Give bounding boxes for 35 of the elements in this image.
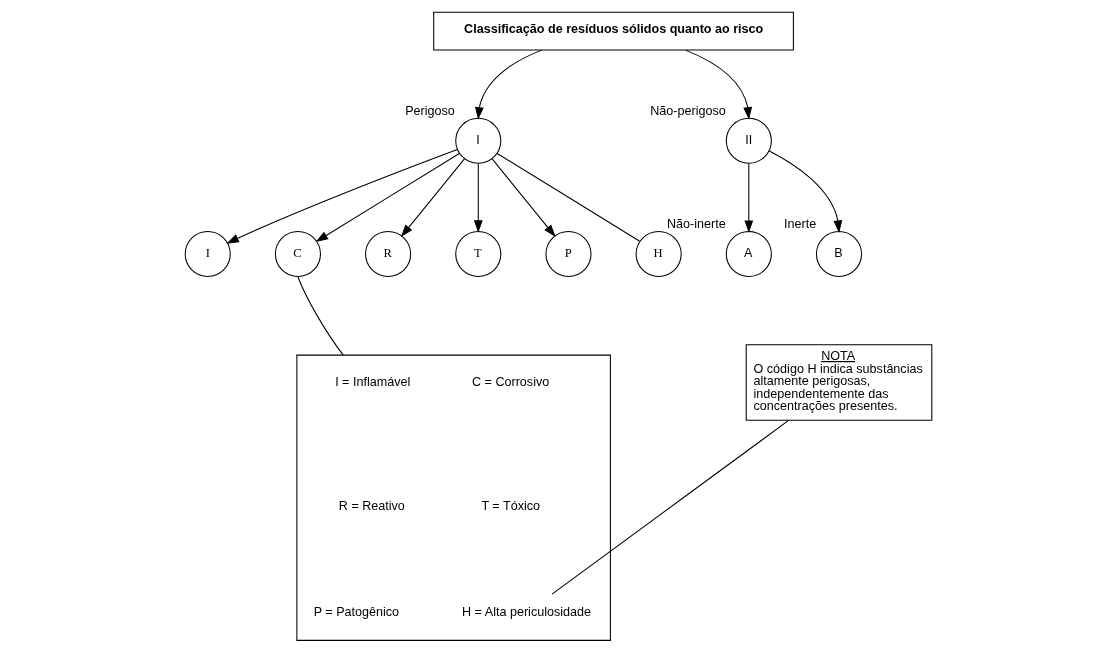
node-circle: T bbox=[455, 230, 502, 278]
arrow bbox=[475, 49, 543, 120]
node-text: I = Inflamável bbox=[335, 374, 411, 389]
node-circle: R bbox=[365, 230, 412, 278]
node-box: NOTA O código H indica substâncias altamente perigosas, independentemente das concentrações presentes. bbox=[745, 344, 933, 421]
node-text: H = Alta periculosidade bbox=[462, 605, 592, 620]
node-circle: P bbox=[545, 230, 592, 278]
node-text: R = Reativo bbox=[338, 499, 405, 514]
arrow bbox=[768, 150, 843, 233]
node-label: Inerte bbox=[784, 216, 817, 231]
node-circle: H bbox=[635, 230, 682, 278]
node-box: Classificação de resíduos sólidos quanto ao risco bbox=[433, 11, 794, 51]
arrow bbox=[744, 162, 754, 233]
node-circle: II bbox=[725, 117, 772, 164]
node-label: Não-inerte bbox=[667, 216, 726, 231]
node-text: T = Tóxico bbox=[481, 499, 541, 514]
node-label: Perigoso bbox=[405, 103, 455, 118]
connector bbox=[551, 419, 790, 595]
arrow bbox=[315, 152, 460, 243]
arrow bbox=[491, 158, 556, 238]
node-label: Não-perigoso bbox=[650, 103, 726, 118]
node-text: C = Corrosivo bbox=[471, 374, 550, 389]
arrow bbox=[685, 49, 753, 120]
node-circle: I bbox=[184, 230, 231, 278]
node-circle: A bbox=[725, 230, 772, 278]
connector bbox=[297, 276, 344, 356]
arrow bbox=[473, 162, 483, 233]
node-text: P = Patogênico bbox=[313, 605, 400, 620]
node-circle: C bbox=[274, 230, 321, 278]
arrow bbox=[400, 158, 466, 238]
node-circle: I bbox=[455, 117, 502, 164]
node-circle: B bbox=[815, 230, 863, 278]
arrow bbox=[226, 149, 458, 244]
cluster bbox=[296, 354, 611, 641]
connector bbox=[496, 152, 641, 242]
